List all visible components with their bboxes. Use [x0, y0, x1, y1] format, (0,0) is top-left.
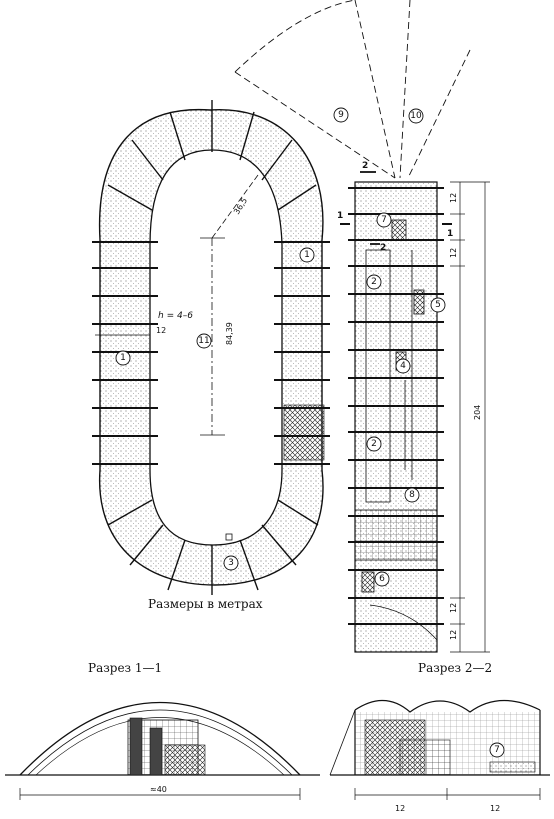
marker-3: 3: [228, 558, 234, 568]
section-mark-1-right: 1: [447, 229, 453, 239]
strip-dim-12-a: 12: [449, 193, 458, 203]
span-dim: ≈40: [150, 785, 167, 794]
strip-dim-12-b: 12: [449, 248, 458, 258]
strip-dimension-line: [450, 181, 490, 653]
strip-dim-total: 204: [473, 405, 482, 420]
section-2-2: [329, 699, 550, 800]
marker-2-b: 2: [371, 439, 377, 449]
marker-group: [115, 107, 446, 587]
oval-inner-opening: [149, 149, 283, 546]
marker-1-b: 1: [120, 353, 126, 363]
long-strip: [348, 181, 444, 653]
section-mark-1-left: 1: [337, 211, 343, 221]
strip-dim-12-d: 12: [449, 630, 458, 640]
radius-line: [211, 174, 259, 239]
entrance-fan: [234, 0, 471, 179]
section-mark-2-mid: 2: [380, 243, 386, 253]
marker-10: 10: [410, 111, 422, 121]
marker-5: 5: [435, 300, 441, 310]
height-note: h = 4–6: [158, 311, 193, 321]
marker-7-strip: 7: [381, 215, 387, 225]
units-caption: Размеры в метрах: [148, 597, 263, 611]
marker-2-a: 2: [371, 277, 377, 287]
marker-1-a: 1: [304, 250, 310, 260]
mesh-patch: [283, 404, 325, 461]
strip-mesh-zone: [354, 509, 438, 561]
length-dim: 84,39: [225, 322, 234, 345]
marker-4: 4: [400, 361, 406, 371]
section-2-caption: Разрез 2—2: [418, 661, 492, 675]
marker-6: 6: [379, 574, 385, 584]
section-1-caption: Разрез 1—1: [88, 661, 162, 675]
section-mark-2-top: 2: [362, 161, 368, 171]
bay-dim-b: 12: [490, 804, 500, 813]
small-dim: 12: [156, 326, 166, 335]
marker-11: 11: [198, 336, 209, 346]
marker-9: 9: [338, 110, 344, 120]
bay-dim-a: 12: [395, 804, 405, 813]
strip-dim-12-c: 12: [449, 603, 458, 613]
oval-plan: [92, 100, 330, 595]
marker-7-section: 7: [494, 745, 500, 755]
marker-8: 8: [409, 490, 415, 500]
section-1-1: [5, 701, 320, 800]
